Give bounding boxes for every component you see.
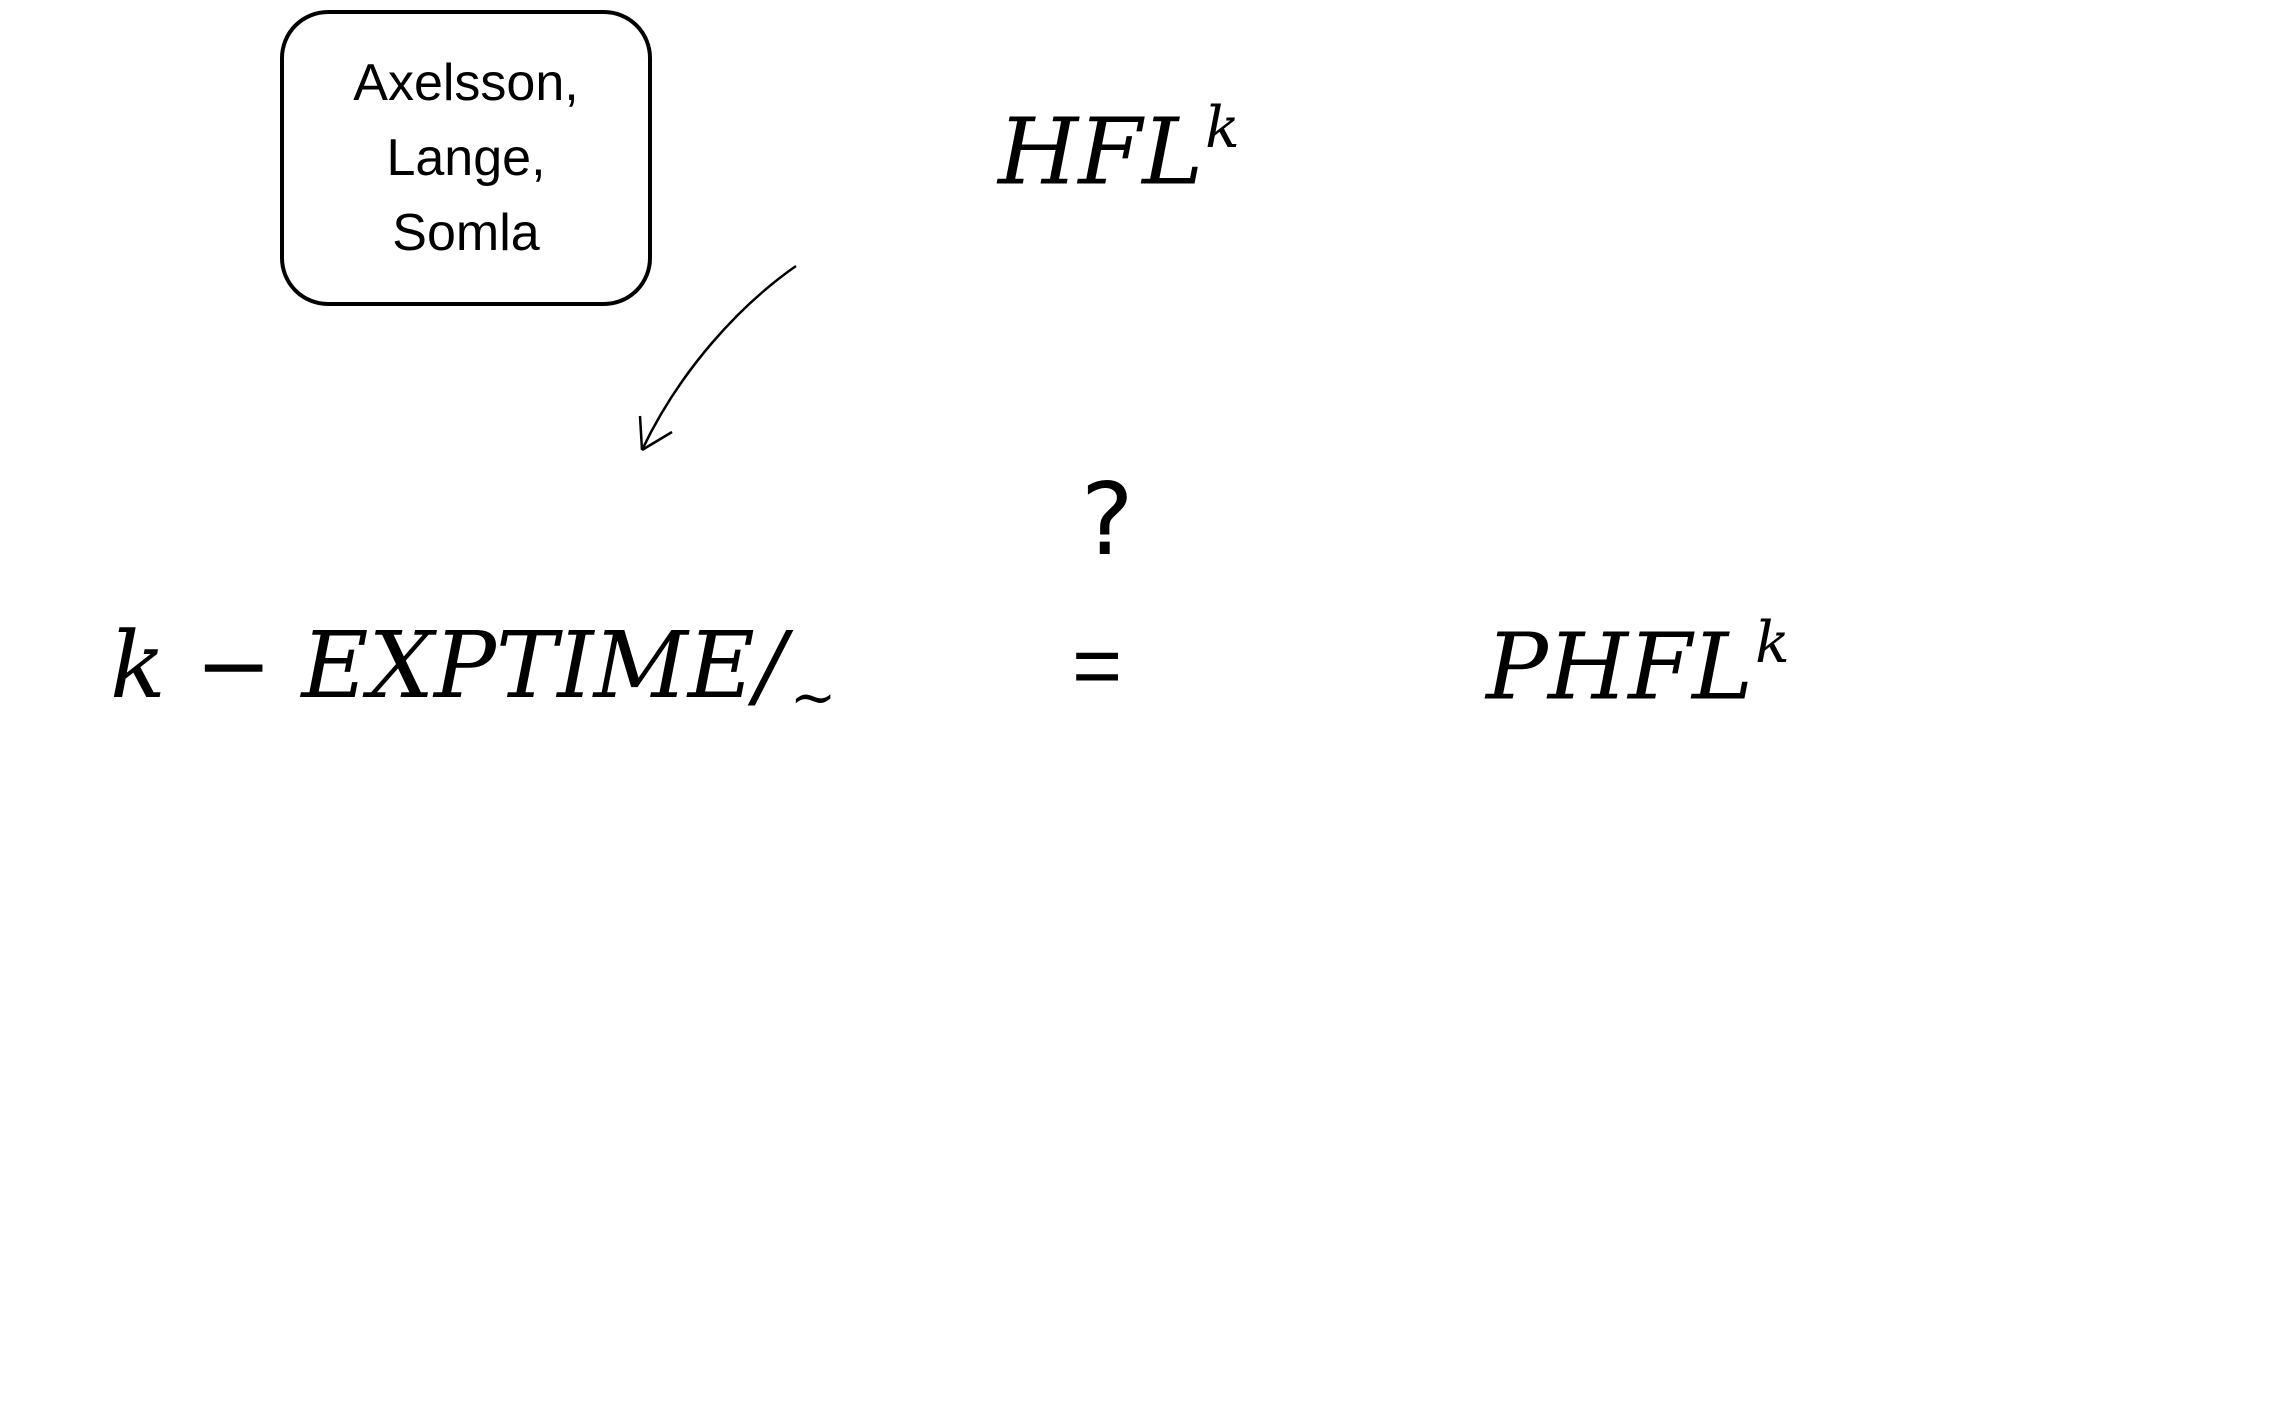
phfl-base: PHFL bbox=[1486, 613, 1754, 721]
question-mark: ? bbox=[1076, 461, 1137, 578]
callout-arrow bbox=[638, 264, 797, 452]
hfl-superscript: k bbox=[1205, 95, 1240, 162]
hfl-base: HFL bbox=[998, 98, 1204, 206]
phfl-k-formula: PHFLk bbox=[1486, 615, 1790, 714]
callout-line-1: Axelsson, bbox=[353, 53, 579, 112]
phfl-superscript: k bbox=[1755, 610, 1790, 677]
author-callout-box: Axelsson, Lange, Somla bbox=[280, 10, 652, 306]
exptime-main: k − EXPTIME/ bbox=[110, 612, 786, 719]
tilde-subscript: ~ bbox=[789, 666, 837, 731]
equals-sign: = bbox=[1072, 618, 1123, 714]
callout-line-2: Lange, bbox=[386, 128, 546, 187]
callout-line-3: Somla bbox=[392, 203, 540, 262]
exptime-expression: k − EXPTIME/~ bbox=[110, 620, 836, 726]
hfl-k-formula: HFLk bbox=[998, 100, 1240, 199]
